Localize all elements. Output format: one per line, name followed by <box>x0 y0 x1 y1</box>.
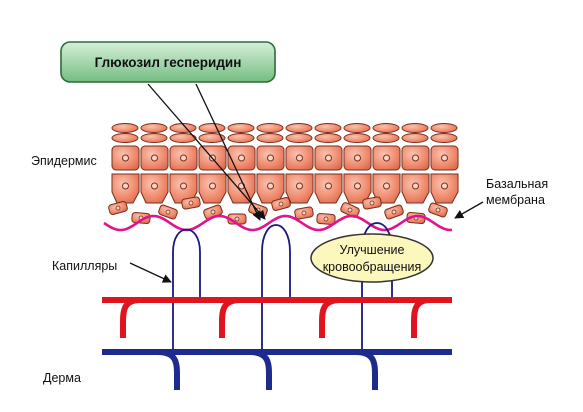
artery <box>102 297 452 338</box>
artery-branch-4 <box>411 297 431 338</box>
cell-nucleus <box>435 207 441 213</box>
cell-nucleus <box>301 210 307 216</box>
artery-branch-2 <box>219 297 241 338</box>
cell-nucleus <box>165 209 171 215</box>
cell-nucleus <box>325 182 332 190</box>
cell-nucleus <box>441 182 448 190</box>
vein <box>102 349 452 390</box>
cell-nucleus <box>323 216 329 222</box>
flat-cell <box>372 123 400 133</box>
cell-nucleus <box>278 201 284 207</box>
flat-cell <box>227 123 255 133</box>
flat-cell <box>256 123 284 133</box>
cell-nucleus <box>347 207 353 213</box>
bubble-line-1: Улучшение <box>340 243 405 257</box>
cell-nucleus <box>383 154 390 162</box>
cell-nucleus <box>238 154 245 162</box>
penetration-arrows <box>147 83 266 221</box>
flat-cell <box>401 133 429 143</box>
cell-nucleus <box>354 182 361 190</box>
capillaries-label: Капилляры <box>52 259 117 273</box>
cell-nucleus <box>122 154 129 162</box>
flat-cell <box>343 123 371 133</box>
artery-branch-3 <box>319 297 341 338</box>
cell-nucleus <box>369 200 375 206</box>
circulation-bubble: Улучшение кровообращения <box>310 233 434 283</box>
cell-nucleus <box>180 182 187 190</box>
basal-membrane <box>103 214 453 232</box>
bubble-line-2: кровообращения <box>323 260 422 274</box>
cell-nucleus <box>209 182 216 190</box>
cell-nucleus <box>210 209 216 215</box>
cell-nucleus <box>412 182 419 190</box>
artery-branch-1 <box>120 297 141 338</box>
penetration-arrow-1 <box>147 83 266 220</box>
cell-nucleus <box>122 182 129 190</box>
basal-membrane-label-2: мембрана <box>486 193 545 207</box>
cell-nucleus <box>115 205 121 211</box>
flat-cell <box>285 123 313 133</box>
flat-cell <box>372 133 400 143</box>
vein-branch-3 <box>355 349 378 390</box>
flat-cell <box>314 133 342 143</box>
flat-cell <box>256 133 284 143</box>
cell-nucleus <box>354 154 361 162</box>
vein-branch-1 <box>157 349 180 390</box>
flat-cell <box>198 133 226 143</box>
label-arrows <box>129 201 484 283</box>
flat-cell <box>227 133 255 143</box>
cell-nucleus <box>391 209 397 215</box>
cell-nucleus <box>180 154 187 162</box>
capillaries-arrow <box>129 262 172 283</box>
flat-cell <box>430 133 458 143</box>
banner-box <box>60 41 276 83</box>
flat-cell <box>343 133 371 143</box>
flat-cell <box>401 123 429 133</box>
flat-cell <box>430 123 458 133</box>
cell-nucleus <box>151 182 158 190</box>
capillary-loop-1 <box>172 228 201 352</box>
epidermis-cells <box>108 123 459 226</box>
cell-nucleus <box>441 154 448 162</box>
flat-cell <box>111 123 139 133</box>
cell-nucleus <box>267 154 274 162</box>
flat-cell <box>169 133 197 143</box>
penetration-arrow-2 <box>195 83 261 221</box>
basal-membrane-arrow <box>454 201 484 219</box>
cell-nucleus <box>151 154 158 162</box>
flat-cell <box>111 133 139 143</box>
vein-branch-2 <box>249 349 272 390</box>
flat-cell <box>198 123 226 133</box>
capillary-loop-2 <box>261 224 291 352</box>
dermis-label: Дерма <box>43 371 81 385</box>
epidermis-label: Эпидермис <box>31 154 97 168</box>
flat-cell <box>140 133 168 143</box>
cell-nucleus <box>296 154 303 162</box>
cell-nucleus <box>325 154 332 162</box>
banner-title: Глюкозил гесперидин <box>95 55 242 70</box>
banner: Глюкозил гесперидин <box>60 41 276 83</box>
flat-cell <box>140 123 168 133</box>
flat-cell <box>285 133 313 143</box>
cell-nucleus <box>234 216 240 222</box>
basal-membrane-label-1: Базальная <box>486 177 548 191</box>
cell-nucleus <box>296 182 303 190</box>
flat-cell <box>314 123 342 133</box>
cell-nucleus <box>412 154 419 162</box>
cell-nucleus <box>188 200 194 206</box>
cell-nucleus <box>383 182 390 190</box>
bubble-shape <box>310 233 434 283</box>
cell-nucleus <box>267 182 274 190</box>
